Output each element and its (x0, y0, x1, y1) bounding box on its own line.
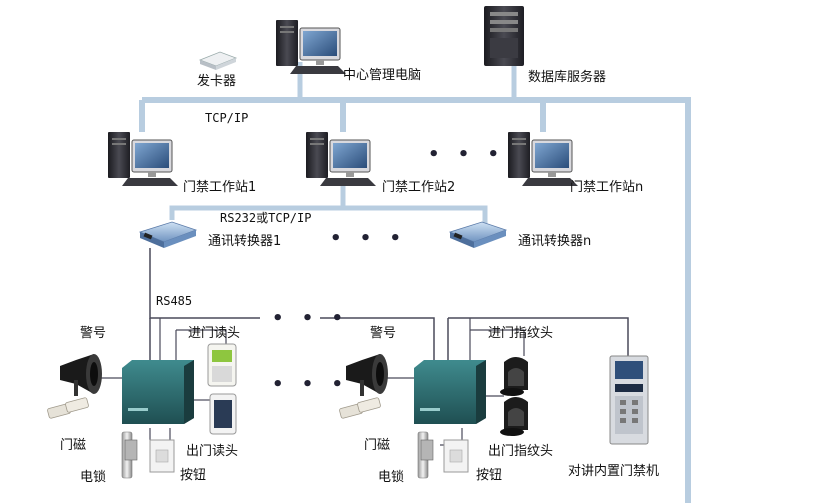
card-issuer-label: 发卡器 (197, 74, 237, 89)
in-finger-icon (500, 357, 528, 396)
lock-left-label: 电锁 (80, 470, 107, 485)
network-lines (100, 62, 691, 503)
card-issuer (198, 51, 238, 70)
lock-right-label: 电锁 (378, 470, 405, 485)
door-magnet-right-icon (338, 396, 382, 420)
converter-n-label: 通讯转换器n (518, 234, 592, 249)
workstation-n-label: 门禁工作站n (570, 180, 644, 195)
button-right-label: 按钮 (476, 468, 503, 483)
converter-n-icon (449, 221, 507, 249)
workstation-2-label: 门禁工作站2 (382, 180, 456, 195)
converter-ellipsis: • • • (330, 228, 408, 249)
out-finger-icon (500, 397, 528, 436)
door-magnet-left-icon (46, 396, 90, 420)
db-server-icon (484, 6, 524, 66)
workstation-1-icon (107, 131, 179, 187)
central-pc-label: 中心管理电脑 (343, 68, 422, 83)
workstation-1-label: 门禁工作站1 (183, 180, 257, 195)
controller-right-icon (414, 360, 486, 424)
converter-1-icon (139, 221, 197, 249)
alarm-left-icon (60, 354, 102, 396)
in-finger-label: 进门指纹头 (488, 326, 554, 341)
button-right-icon (443, 439, 469, 473)
rs232-label: RS232或TCP/IP (220, 211, 312, 225)
rs485-ellipsis: • • • (272, 308, 350, 329)
door-magnet-left-label: 门磁 (60, 438, 87, 453)
workstation-ellipsis: • • • (428, 144, 506, 165)
lock-left-icon (121, 431, 138, 479)
intercom-label: 对讲内置门禁机 (568, 464, 660, 479)
alarm-left-label: 警号 (80, 326, 107, 341)
converter-1-label: 通讯转换器1 (208, 234, 282, 249)
in-reader-left-icon (207, 343, 237, 387)
out-reader-left-icon (209, 393, 237, 435)
tcpip-label: TCP/IP (205, 111, 249, 125)
out-finger-label: 出门指纹头 (488, 444, 554, 459)
tcpip-bus (142, 97, 691, 503)
door-magnet-right-label: 门磁 (364, 438, 391, 453)
rs485-label: RS485 (156, 294, 193, 308)
rs232-bus (169, 205, 488, 226)
db-server-label: 数据库服务器 (528, 70, 607, 85)
out-reader-label: 出门读头 (186, 444, 239, 459)
lock-right-icon (417, 431, 434, 479)
intercom-unit-icon (609, 355, 649, 445)
controller-ellipsis: • • • (272, 374, 350, 395)
button-left-label: 按钮 (180, 468, 207, 483)
workstation-n-icon (507, 131, 579, 187)
in-reader-label: 进门读头 (188, 326, 241, 341)
workstation-2-icon (305, 131, 377, 187)
controller-left-icon (122, 360, 194, 424)
alarm-right-icon (346, 354, 388, 396)
alarm-right-label: 警号 (370, 326, 397, 341)
button-left-icon (149, 439, 175, 473)
central-pc-icon (275, 19, 347, 75)
